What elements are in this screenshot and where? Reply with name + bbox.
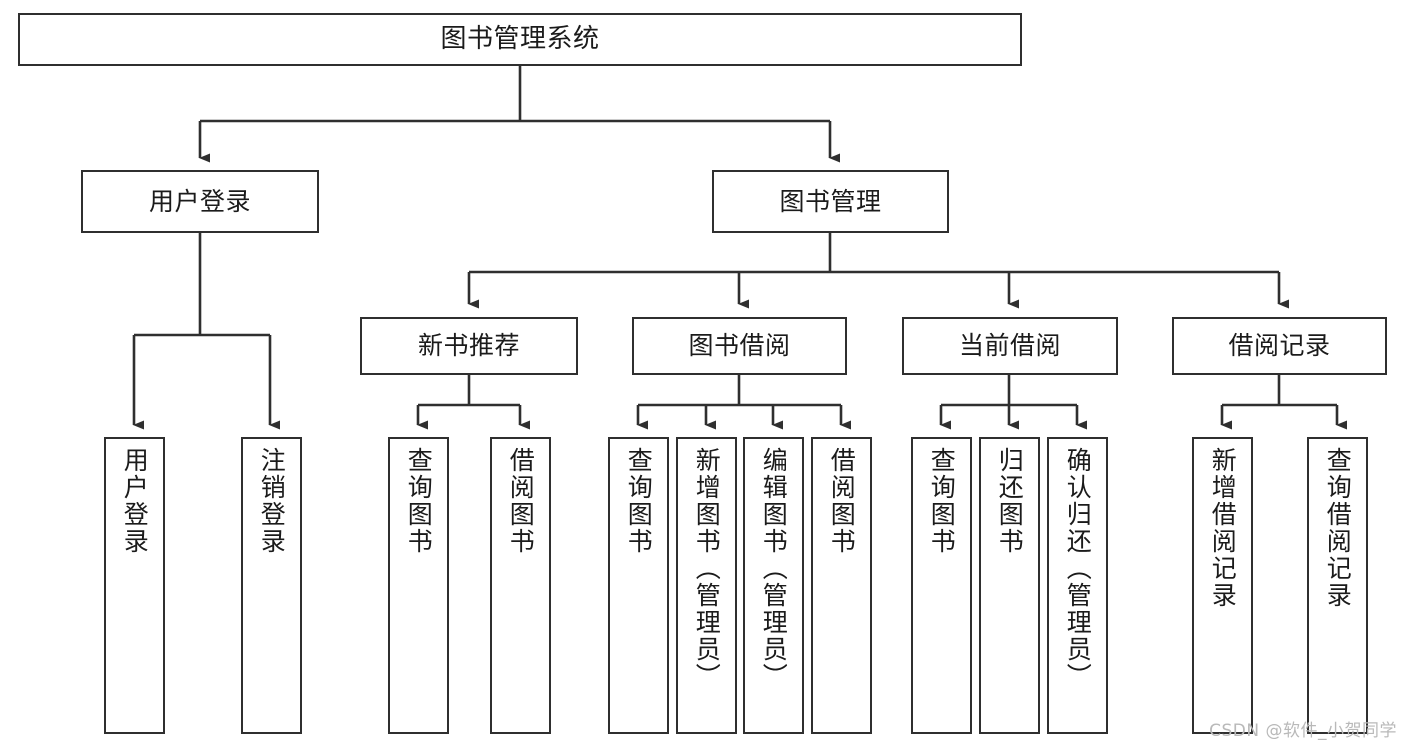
node-book-manage-label: 图书管理: [779, 186, 882, 216]
node-leaf-return-book-label: 归还图书: [995, 447, 1025, 555]
node-leaf-query-book[interactable]: 查询图书: [608, 437, 669, 734]
node-leaf-logout-label: 注销登录: [257, 447, 287, 555]
node-leaf-confirm-return-admin[interactable]: 确认归还（管理员）: [1047, 437, 1108, 734]
node-new-book-recommend[interactable]: 新书推荐: [360, 317, 578, 375]
node-root[interactable]: 图书管理系统: [18, 13, 1022, 66]
node-borrow-record[interactable]: 借阅记录: [1172, 317, 1387, 375]
node-leaf-user-login[interactable]: 用户登录: [104, 437, 165, 734]
node-book-borrow-label: 图书借阅: [688, 331, 791, 361]
node-leaf-add-borrow-record[interactable]: 新增借阅记录: [1192, 437, 1253, 734]
node-leaf-confirm-return-admin-label: 确认归还（管理员）: [1063, 447, 1093, 690]
node-leaf-query-borrow-record-label: 查询借阅记录: [1323, 447, 1353, 609]
node-current-borrow-label: 当前借阅: [958, 331, 1061, 361]
node-book-borrow[interactable]: 图书借阅: [632, 317, 847, 375]
node-leaf-borrow-book-rec-label: 借阅图书: [506, 447, 536, 555]
node-user-login-label: 用户登录: [148, 186, 251, 216]
node-new-book-recommend-label: 新书推荐: [417, 331, 520, 361]
node-leaf-query-book-rec-label: 查询图书: [404, 447, 434, 555]
node-leaf-borrow-book-label: 借阅图书: [827, 447, 857, 555]
node-user-login[interactable]: 用户登录: [81, 170, 319, 233]
node-leaf-edit-book-admin[interactable]: 编辑图书（管理员）: [743, 437, 804, 734]
node-leaf-logout[interactable]: 注销登录: [241, 437, 302, 734]
node-leaf-add-borrow-record-label: 新增借阅记录: [1208, 447, 1238, 609]
node-leaf-query-borrow-record[interactable]: 查询借阅记录: [1307, 437, 1368, 734]
node-root-label: 图书管理系统: [440, 24, 600, 55]
node-leaf-query-book-current-label: 查询图书: [927, 447, 957, 555]
node-leaf-query-book-label: 查询图书: [624, 447, 654, 555]
node-leaf-query-book-rec[interactable]: 查询图书: [388, 437, 449, 734]
node-book-manage[interactable]: 图书管理: [712, 170, 949, 233]
node-current-borrow[interactable]: 当前借阅: [902, 317, 1118, 375]
node-leaf-borrow-book[interactable]: 借阅图书: [811, 437, 872, 734]
node-leaf-add-book-admin[interactable]: 新增图书（管理员）: [676, 437, 737, 734]
node-leaf-add-book-admin-label: 新增图书（管理员）: [692, 447, 722, 690]
watermark-text: CSDN @软件_小贺同学: [1209, 721, 1397, 741]
node-borrow-record-label: 借阅记录: [1228, 331, 1331, 361]
node-leaf-user-login-label: 用户登录: [120, 447, 150, 555]
node-leaf-return-book[interactable]: 归还图书: [979, 437, 1040, 734]
node-leaf-edit-book-admin-label: 编辑图书（管理员）: [759, 447, 789, 690]
node-leaf-query-book-current[interactable]: 查询图书: [911, 437, 972, 734]
node-leaf-borrow-book-rec[interactable]: 借阅图书: [490, 437, 551, 734]
